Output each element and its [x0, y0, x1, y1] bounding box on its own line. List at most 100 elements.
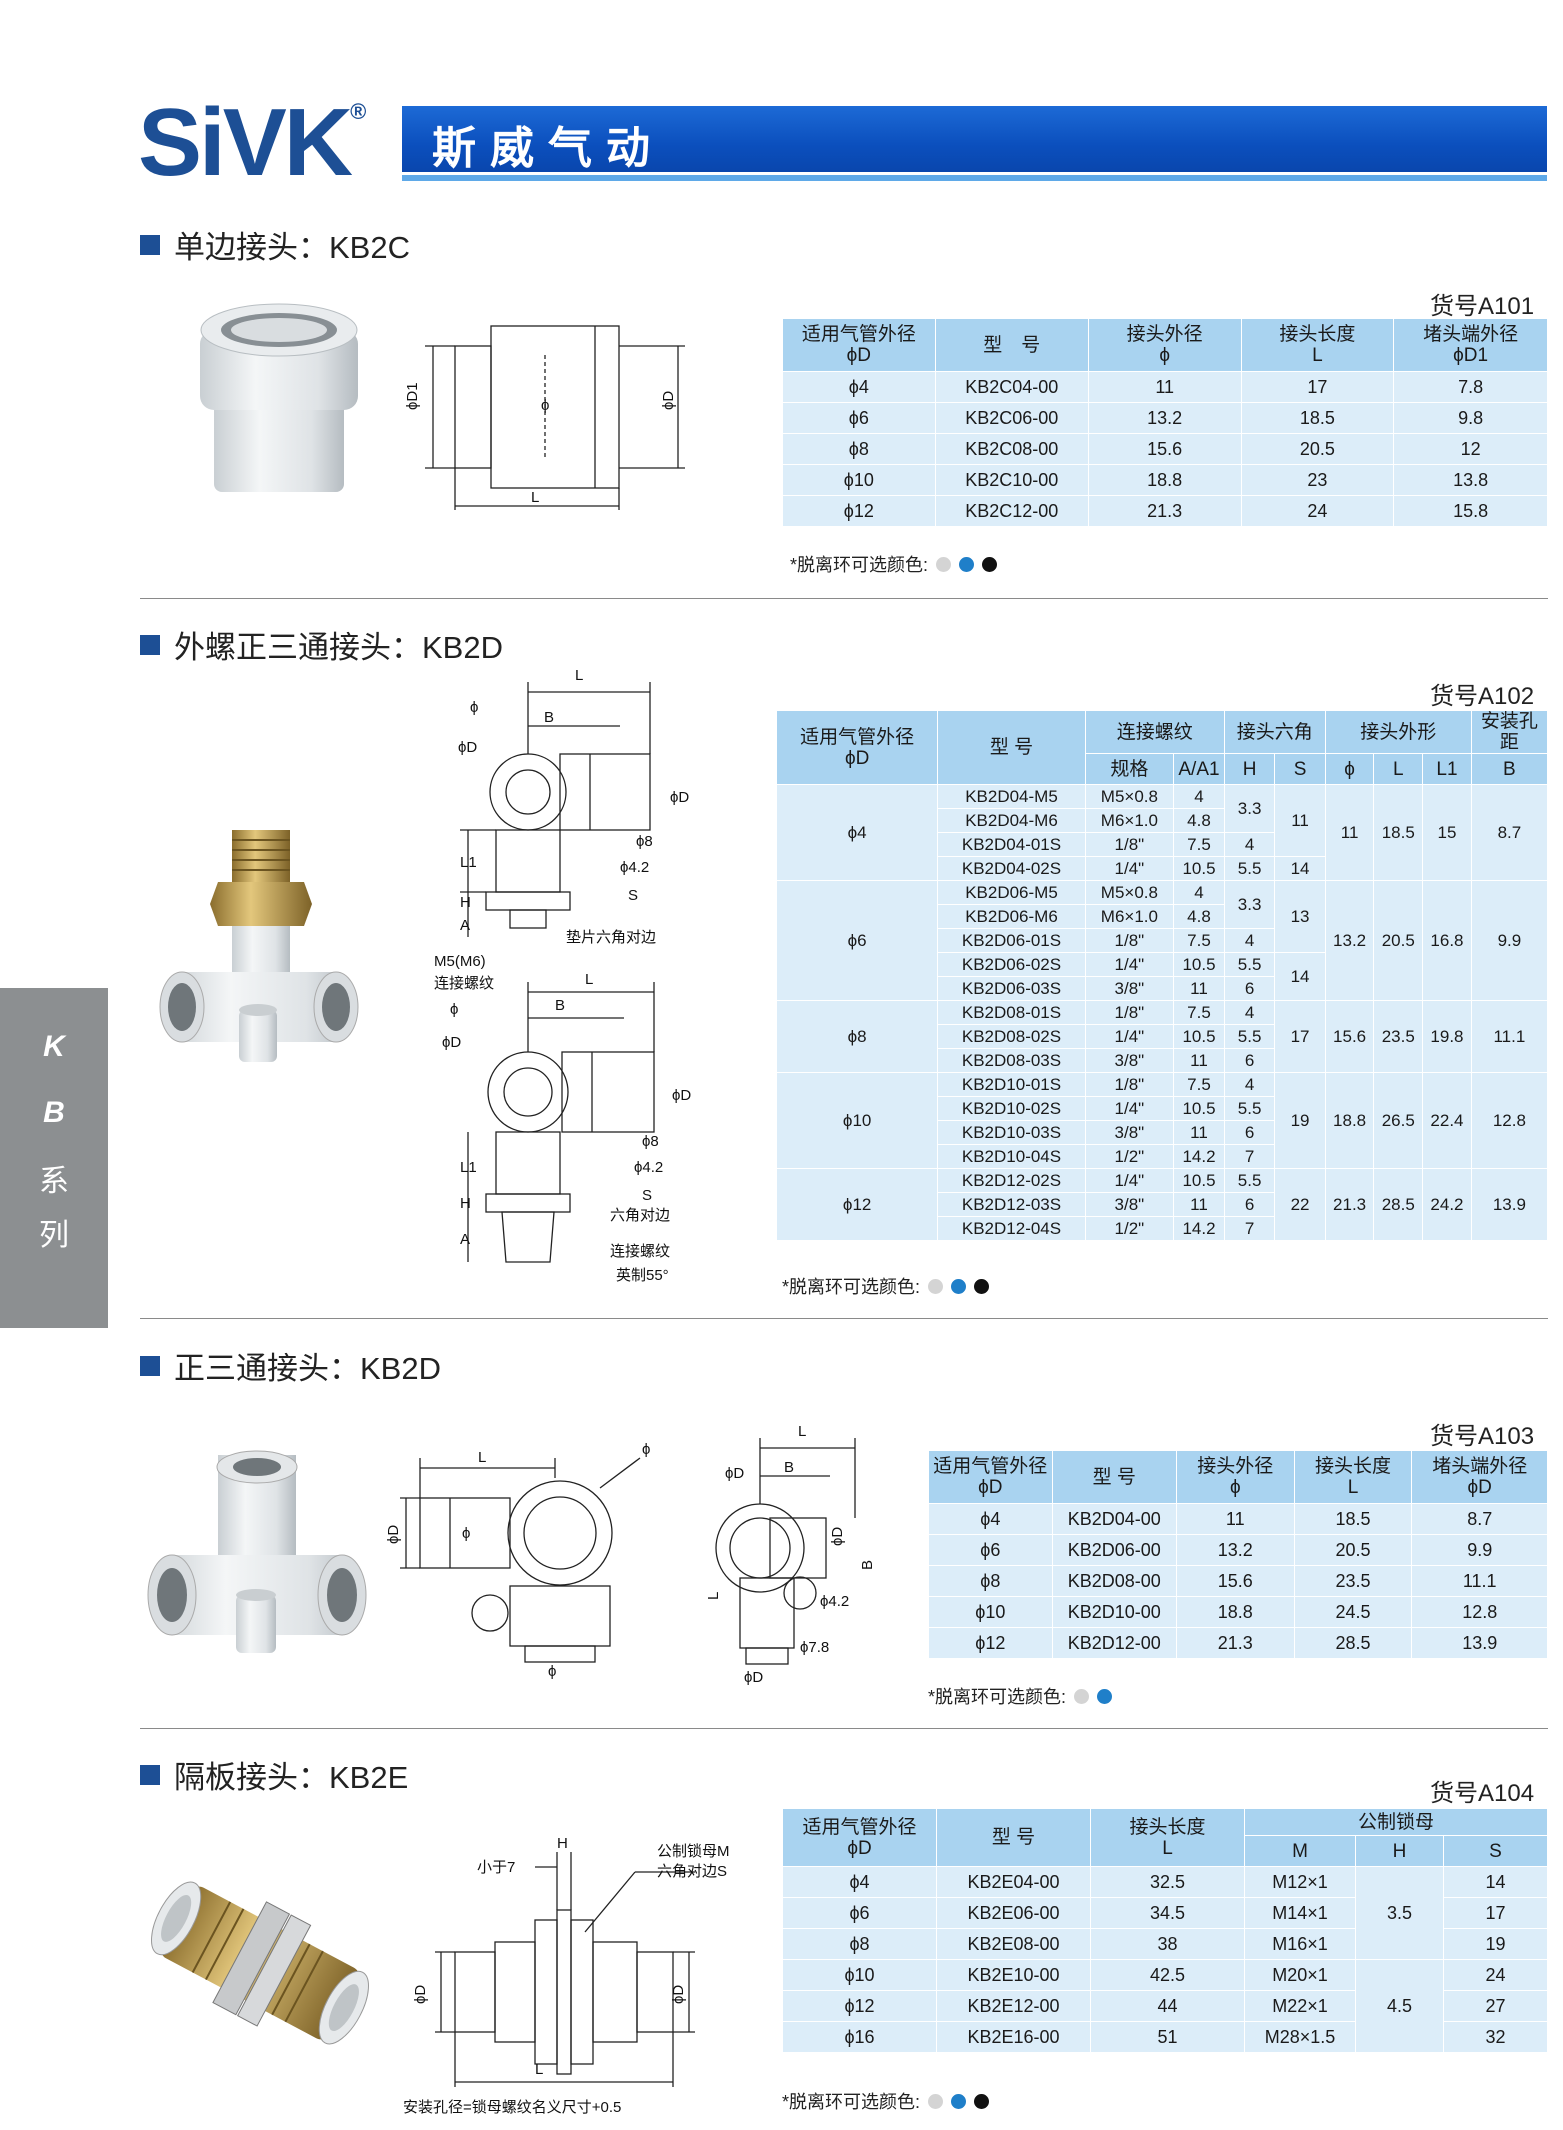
table-cell: 7.5 [1173, 1072, 1225, 1097]
table-cell: 13.2 [1175, 1534, 1295, 1566]
drawing-label-d-2: ϕD [442, 1034, 461, 1051]
table-cell: 6 [1223, 1192, 1276, 1217]
section-title-text: 单边接头：KB2C [174, 230, 410, 265]
section-divider [140, 598, 1548, 599]
kb2d-tee-product-photo [147, 1450, 367, 1653]
section-divider [140, 1728, 1548, 1729]
table-cell: 1/4" [1084, 1096, 1175, 1121]
table-cell: M16×1 [1244, 1928, 1356, 1960]
table-cell: 4 [1223, 832, 1276, 857]
table-cell: 5.5 [1223, 1168, 1276, 1193]
drawing-label-phi-mid: ϕ [462, 1525, 470, 1542]
drawing-label-l1: L1 [460, 854, 477, 871]
table-cell: 7.5 [1173, 832, 1225, 857]
table-cell: 18.5 [1373, 784, 1424, 881]
drawing-label-phi-bottom: ϕ [548, 1663, 556, 1680]
ring-color-blue-icon [951, 2093, 967, 2109]
item-number-a102: 货号A102 [1430, 683, 1535, 710]
table-cell: 13.9 [1470, 1168, 1549, 1241]
drawing-label-l1-2: L1 [460, 1159, 477, 1176]
table-cell: KB2D04-01S [937, 832, 1086, 857]
section-title-kb2e: 隔板接头：KB2E [140, 1752, 408, 1797]
drawing-label-thread-2: 连接螺纹 [610, 1243, 670, 1260]
header-model: 型 号 [1051, 1450, 1177, 1504]
ring-color-black-icon [974, 1278, 990, 1294]
table-cell: 1/4" [1084, 952, 1175, 977]
table-cell: 20.5 [1373, 880, 1424, 1001]
table-cell: 11.1 [1411, 1565, 1548, 1597]
table-cell: 4 [1223, 1072, 1276, 1097]
table-cell: 11 [1173, 1120, 1225, 1145]
table-cell: 7 [1223, 1144, 1276, 1169]
drawing-label-a: A [460, 917, 470, 934]
table-cell: 10.5 [1173, 1168, 1225, 1193]
table-cell: 13 [1274, 880, 1326, 953]
header-s: S [1274, 753, 1326, 785]
kb2d-male-ring-color-note: *脱离环可选颜色: [782, 1273, 990, 1299]
header-hex: 接头六角 [1223, 710, 1326, 754]
table-cell: KB2D06-M6 [937, 904, 1086, 929]
table-cell: KB2D08-02S [937, 1024, 1086, 1049]
kb2d-male-product-photo [159, 830, 359, 1062]
title-banner [402, 106, 1547, 172]
table-cell: 14 [1443, 1866, 1548, 1898]
table-cell: 24.5 [1293, 1596, 1413, 1628]
table-cell: KB2D06-03S [937, 976, 1086, 1001]
table-cell: 21.3 [1087, 495, 1242, 527]
drawing-label-d-2: ϕD [725, 1465, 744, 1482]
table-cell: 11 [1173, 1048, 1225, 1073]
table-cell: 4 [1173, 880, 1225, 905]
drawing-label-b: B [784, 1459, 794, 1476]
drawing-label-l: L [535, 2061, 543, 2078]
table-cell: KB2D10-03S [937, 1120, 1086, 1145]
section-square-icon [140, 1355, 160, 1376]
table-cell: 26.5 [1373, 1072, 1424, 1169]
table-cell: 7.5 [1173, 928, 1225, 953]
table-cell: 42.5 [1090, 1959, 1245, 1991]
table-cell: 5.5 [1223, 952, 1276, 977]
table-cell: ϕ12 [782, 495, 936, 527]
drawing-label-d: ϕD [458, 739, 477, 756]
header-metric-nut: 公制锁母 [1244, 1808, 1548, 1836]
side-tab-char-lie: 列 [39, 1219, 69, 1252]
table-cell: 20.5 [1240, 433, 1395, 465]
banner-underline [402, 175, 1547, 181]
drawing-label-d-right-2: ϕD [672, 1087, 691, 1104]
table-cell: KB2E06-00 [936, 1897, 1091, 1929]
item-number-a103: 货号A103 [1430, 1423, 1535, 1450]
drawing-label-m5m6: M5(M6) [434, 953, 486, 970]
note-text: *脱离环可选颜色: [782, 2092, 921, 2112]
table-cell: 13.2 [1087, 402, 1242, 434]
table-cell: ϕ12 [782, 1990, 937, 2022]
drawing-label-b-vertical: B [859, 1560, 876, 1570]
table-cell: ϕ6 [782, 402, 936, 434]
table-cell: 10.5 [1173, 1096, 1225, 1121]
table-cell: 15.6 [1324, 1000, 1375, 1073]
table-cell: M6×1.0 [1084, 904, 1175, 929]
ring-color-black-icon [974, 2093, 990, 2109]
kb2d-tee-ring-color-note: *脱离环可选颜色: [928, 1683, 1113, 1709]
table-cell: 23.5 [1373, 1000, 1424, 1073]
table-cell: 6 [1223, 1048, 1276, 1073]
ring-color-gray-icon [936, 556, 952, 572]
table-cell: 5.5 [1223, 1096, 1276, 1121]
